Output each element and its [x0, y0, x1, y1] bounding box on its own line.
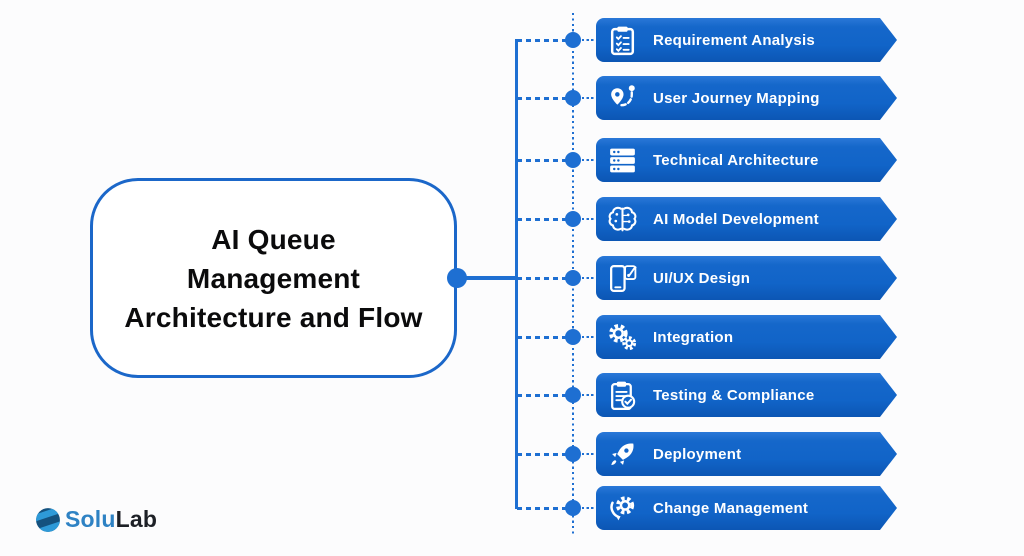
- connector-dot: [565, 32, 581, 48]
- dotted-connector: [582, 218, 596, 221]
- dotted-connector: [582, 277, 596, 280]
- dotted-connector: [582, 159, 596, 162]
- clipboard-checklist-icon: [606, 24, 639, 57]
- step-banner: UI/UX Design: [596, 256, 897, 300]
- step-label: Requirement Analysis: [653, 31, 815, 49]
- step-banner: User Journey Mapping: [596, 76, 897, 120]
- logo-part-lab: Lab: [115, 506, 158, 532]
- dashed-connector: [517, 158, 566, 162]
- connector-dot: [565, 387, 581, 403]
- dashed-connector: [517, 393, 566, 397]
- dashed-connector: [517, 276, 566, 280]
- dashed-connector: [517, 506, 566, 510]
- step-label: Change Management: [653, 499, 809, 517]
- title-line-3: Architecture and Flow: [124, 301, 423, 333]
- step-banner: Integration: [596, 315, 897, 359]
- title-box: AI Queue Management Architecture and Flo…: [90, 178, 457, 378]
- gears-icon: [606, 321, 639, 354]
- diagram-title: AI Queue Management Architecture and Flo…: [124, 220, 422, 337]
- solid-spine-line: [514, 39, 518, 509]
- dotted-connector: [582, 507, 596, 510]
- process-step-4: AI Model Development: [0, 197, 1024, 241]
- step-label: Testing & Compliance: [653, 386, 815, 404]
- step-banner: Requirement Analysis: [596, 18, 897, 62]
- mobile-design-icon: [606, 262, 639, 295]
- step-label: Deployment: [653, 445, 742, 463]
- step-banner: Deployment: [596, 432, 897, 476]
- dotted-connector: [582, 39, 596, 42]
- dotted-connector: [582, 97, 596, 100]
- process-step-5: UI/UX Design: [0, 256, 1024, 300]
- dashed-connector: [517, 452, 566, 456]
- connector-dot: [565, 90, 581, 106]
- ai-brain-circuit-icon: [606, 203, 639, 236]
- journey-map-pin-icon: [606, 82, 639, 115]
- dotted-connector: [582, 453, 596, 456]
- step-banner: Testing & Compliance: [596, 373, 897, 417]
- solulab-logo: SoluLab: [35, 506, 157, 533]
- step-label: User Journey Mapping: [653, 89, 820, 107]
- dashed-connector: [517, 335, 566, 339]
- step-label: Integration: [653, 328, 734, 346]
- logo-wordmark: SoluLab: [65, 506, 157, 533]
- dashed-connector: [517, 38, 566, 42]
- step-label: Technical Architecture: [653, 151, 819, 169]
- title-line-1: AI Queue: [211, 223, 336, 255]
- dotted-connector: [582, 336, 596, 339]
- rocket-icon: [606, 438, 639, 471]
- connector-dot: [565, 500, 581, 516]
- dashed-connector: [517, 96, 566, 100]
- solulab-globe-icon: [36, 507, 60, 532]
- process-step-6: Integration: [0, 315, 1024, 359]
- step-label: UI/UX Design: [653, 269, 751, 287]
- logo-part-solu: Solu: [65, 506, 116, 532]
- gear-refresh-icon: [606, 492, 639, 525]
- connector-dot: [565, 152, 581, 168]
- clipboard-check-icon: [606, 379, 639, 412]
- connector-dot: [565, 329, 581, 345]
- step-banner: Change Management: [596, 486, 897, 530]
- process-step-1: Requirement Analysis: [0, 18, 1024, 62]
- hub-connector-line: [457, 276, 517, 280]
- process-step-3: Technical Architecture: [0, 138, 1024, 182]
- dashed-connector: [517, 217, 566, 221]
- connector-dot: [565, 446, 581, 462]
- connector-dot: [565, 270, 581, 286]
- step-label: AI Model Development: [653, 210, 819, 228]
- title-line-2: Management: [186, 262, 361, 294]
- dotted-connector: [582, 394, 596, 397]
- process-step-8: Deployment: [0, 432, 1024, 476]
- server-stack-icon: [606, 144, 639, 177]
- step-banner: AI Model Development: [596, 197, 897, 241]
- connector-dot: [565, 211, 581, 227]
- process-step-9: Change Management: [0, 486, 1024, 530]
- process-step-2: User Journey Mapping: [0, 76, 1024, 120]
- process-step-7: Testing & Compliance: [0, 373, 1024, 417]
- step-banner: Technical Architecture: [596, 138, 897, 182]
